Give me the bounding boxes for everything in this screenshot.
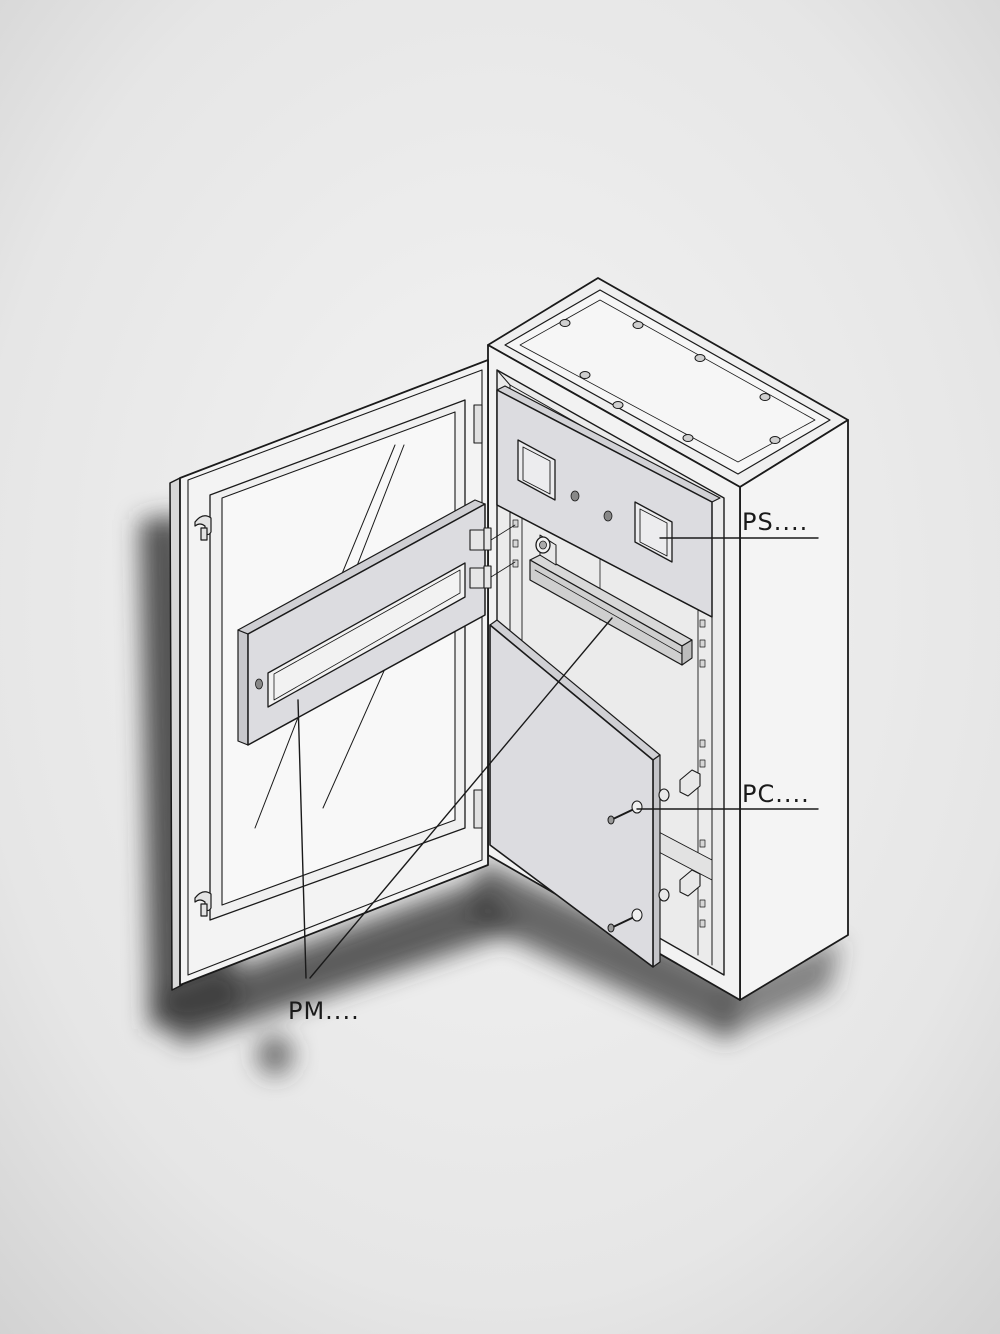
pc-panel bbox=[489, 619, 701, 968]
pm-label: PM.... bbox=[288, 997, 360, 1025]
ps-panel bbox=[496, 385, 721, 618]
pm-panel bbox=[237, 499, 516, 746]
pc-label: PC.... bbox=[742, 780, 810, 808]
ps-window-left bbox=[517, 439, 556, 501]
pm-slot bbox=[267, 562, 466, 708]
pc-screws bbox=[607, 800, 643, 933]
cabinet-top-inset bbox=[504, 289, 831, 475]
door-lock-bottom bbox=[194, 891, 212, 917]
ps-window-right bbox=[634, 501, 673, 563]
ps-label: PS.... bbox=[742, 508, 809, 536]
leader-lines bbox=[297, 537, 819, 979]
pm-hinge-clips bbox=[469, 527, 492, 589]
door-hinges bbox=[473, 404, 483, 829]
cabinet-side bbox=[739, 419, 849, 1001]
pc-fasteners bbox=[658, 769, 701, 902]
pm-leader-1 bbox=[297, 699, 307, 979]
din-rail bbox=[529, 534, 693, 666]
pm-leader-2 bbox=[309, 617, 613, 979]
door-lock-top bbox=[194, 515, 212, 541]
top-screws bbox=[559, 319, 781, 444]
